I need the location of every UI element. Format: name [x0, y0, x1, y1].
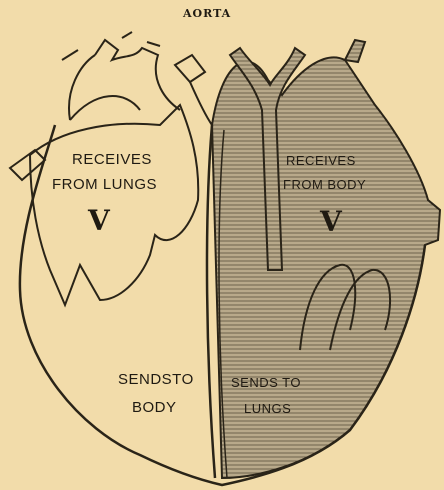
left-bottom-line-1: SENDSTO — [118, 372, 194, 387]
left-ventricle-v: V — [88, 207, 110, 235]
left-chamber — [30, 105, 198, 305]
right-bottom-line-2: LUNGS — [244, 402, 291, 415]
left-top-line-1: RECEIVES — [72, 152, 152, 167]
aorta-label: AORTA — [183, 8, 231, 19]
aorta-arch — [69, 40, 180, 120]
left-bottom-line-2: BODY — [132, 400, 177, 415]
right-top-line-2: FROM BODY — [283, 178, 366, 191]
right-bottom-line-1: SENDS TO — [231, 376, 301, 389]
left-top-line-2: FROM LUNGS — [52, 177, 157, 192]
right-ventricle-v: V — [320, 208, 342, 236]
right-top-line-1: RECEIVES — [286, 154, 356, 167]
